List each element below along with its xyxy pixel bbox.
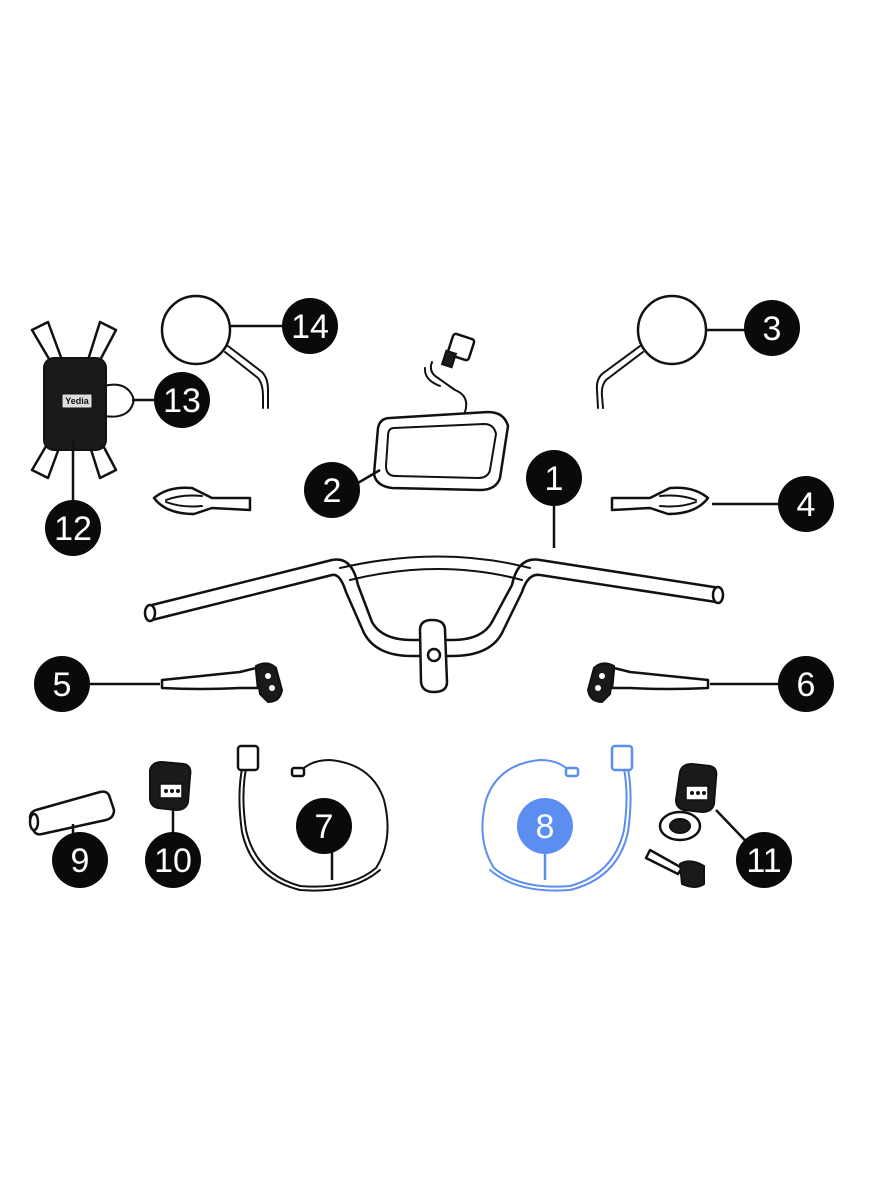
callout-1[interactable]: 1	[526, 450, 582, 506]
callout-11-label: 11	[746, 842, 781, 880]
callout-2[interactable]: 2	[304, 462, 360, 518]
callout-12-label: 12	[54, 510, 92, 548]
callout-4-label: 4	[797, 486, 816, 524]
part-brake-lever-right[interactable]	[586, 662, 710, 704]
callout-13[interactable]: 13	[154, 372, 210, 428]
callout-14[interactable]: 14	[282, 298, 338, 354]
callout-3-label: 3	[763, 310, 782, 348]
callout-9[interactable]: 9	[52, 832, 108, 888]
callout-9-label: 9	[71, 842, 90, 880]
callout-2-label: 2	[323, 472, 342, 510]
phone-holder-brand-text: Yedia	[65, 396, 90, 406]
part-indicator-left[interactable]	[152, 486, 252, 516]
callout-10[interactable]: 10	[145, 832, 201, 888]
part-phone-holder[interactable]: Yedia	[30, 320, 135, 480]
callout-4[interactable]: 4	[778, 476, 834, 532]
callout-1-label: 1	[545, 460, 564, 498]
callout-5[interactable]: 5	[34, 656, 90, 712]
callout-7[interactable]: 7	[296, 798, 352, 854]
part-grip[interactable]	[28, 790, 116, 836]
part-mirror-left[interactable]	[160, 294, 269, 409]
callout-8[interactable]: 8	[517, 798, 573, 854]
callout-12[interactable]: 12	[45, 500, 101, 556]
part-mirror-right[interactable]	[595, 294, 708, 409]
part-indicator-right[interactable]	[610, 486, 710, 516]
callout-6[interactable]: 6	[778, 656, 834, 712]
part-display[interactable]	[372, 332, 510, 492]
part-wiring-harness[interactable]	[236, 744, 389, 892]
part-handlebar[interactable]	[143, 555, 725, 694]
callout-7-label: 7	[315, 808, 334, 846]
callout-11[interactable]: 11	[736, 832, 792, 888]
callout-13-label: 13	[163, 382, 201, 420]
callout-3[interactable]: 3	[744, 300, 800, 356]
callout-10-label: 10	[154, 842, 192, 880]
callout-8-label: 8	[536, 808, 555, 846]
callout-5-label: 5	[53, 666, 72, 704]
callout-6-label: 6	[797, 666, 816, 704]
part-switch-ignition-set[interactable]	[644, 762, 718, 888]
part-brake-lever-left[interactable]	[160, 662, 284, 704]
part-switch-left[interactable]	[149, 760, 192, 812]
callout-14-label: 14	[291, 308, 329, 346]
part-wiring-harness-highlighted[interactable]	[481, 744, 634, 892]
